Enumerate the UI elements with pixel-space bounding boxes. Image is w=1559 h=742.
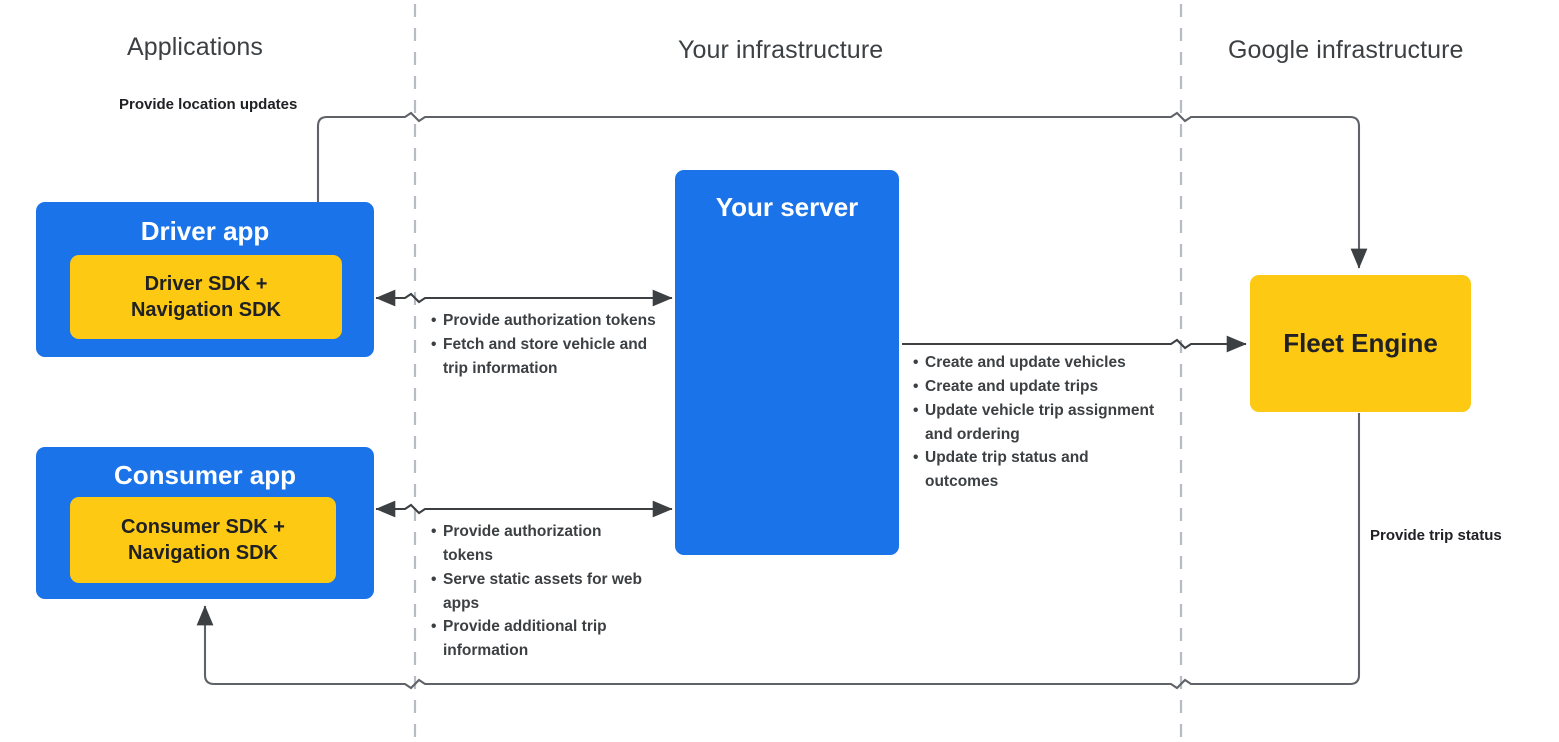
column-heading-your-infrastructure: Your infrastructure [678, 36, 884, 64]
bullet-item: Provide authorization tokens [431, 309, 656, 333]
bullet-item: Serve static assets for web apps [431, 568, 646, 616]
bullet-list-consumer-server: Provide authorization tokensServe static… [431, 520, 646, 663]
bullet-item: Update trip status and outcomes [913, 446, 1163, 494]
connector-consumer-server [375, 500, 673, 518]
bullet-list-server-fleet-engine: Create and update vehiclesCreate and upd… [913, 351, 1163, 494]
edge-label-provide-location-updates: Provide location updates [119, 96, 298, 113]
connector-server-fleet-engine [902, 335, 1247, 353]
bullet-list-driver-server: Provide authorization tokensFetch and st… [431, 309, 656, 381]
node-driver-app[interactable]: Driver app Driver SDK +Navigation SDK [36, 202, 374, 357]
bullet-item: Provide additional trip information [431, 615, 646, 663]
bullet-item: Fetch and store vehicle and trip informa… [431, 333, 656, 381]
column-heading-google-infrastructure: Google infrastructure [1228, 36, 1464, 64]
edge-label-provide-trip-status: Provide trip status [1370, 527, 1502, 544]
node-driver-sdk[interactable]: Driver SDK +Navigation SDK [70, 255, 342, 339]
column-heading-applications: Applications [127, 33, 264, 61]
connector-driver-server [375, 289, 673, 307]
node-consumer-app-title: Consumer app [113, 460, 297, 490]
node-fleet-engine[interactable]: Fleet Engine [1250, 275, 1471, 412]
node-your-server-title: Your server [715, 192, 859, 222]
node-your-server[interactable]: Your server [675, 170, 899, 555]
node-consumer-sdk[interactable]: Consumer SDK +Navigation SDK [70, 497, 336, 583]
bullet-item: Create and update vehicles [913, 351, 1163, 375]
bullet-item: Update vehicle trip assignment and order… [913, 399, 1163, 447]
node-consumer-app[interactable]: Consumer app Consumer SDK +Navigation SD… [36, 447, 374, 599]
node-driver-app-title: Driver app [140, 216, 270, 246]
bullet-item: Create and update trips [913, 375, 1163, 399]
bullet-item: Provide authorization tokens [431, 520, 646, 568]
